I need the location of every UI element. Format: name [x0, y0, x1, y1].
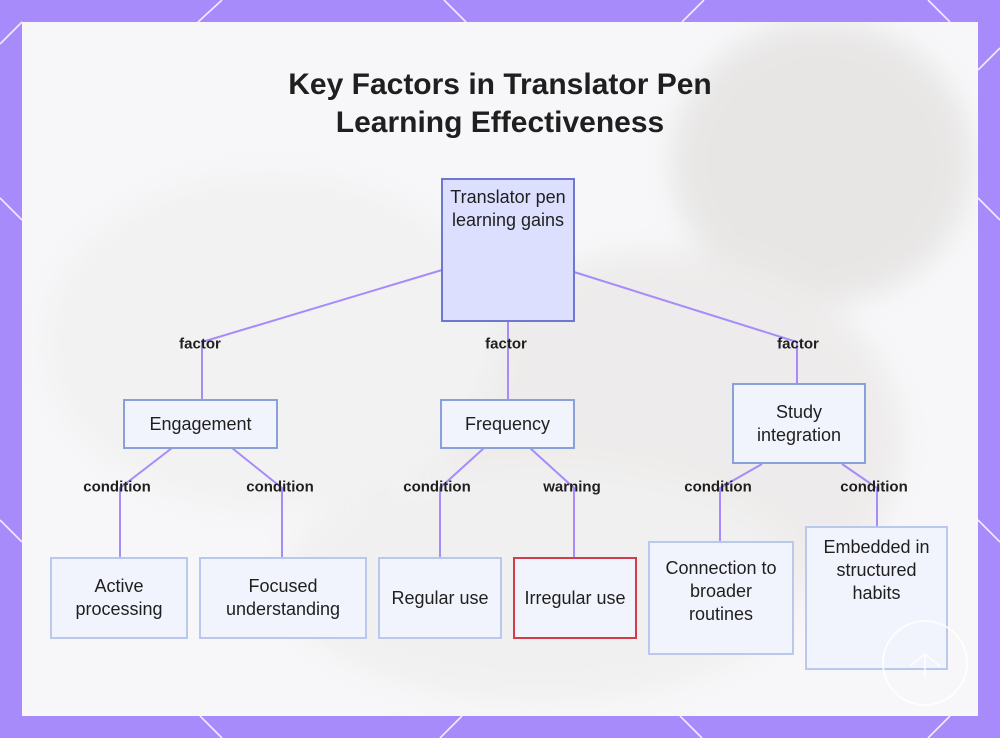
node-focused-understanding: Focused understanding	[199, 557, 367, 639]
edge-engagement-focused	[231, 447, 283, 558]
node-frequency: Frequency	[440, 399, 575, 449]
node-engagement: Engagement	[123, 399, 278, 449]
node-study-integration: Study integration	[732, 383, 866, 464]
diagram-card: Key Factors in Translator Pen Learning E…	[22, 22, 978, 716]
diagram-title: Key Factors in Translator Pen Learning E…	[288, 68, 712, 139]
edge-label-condition: condition	[403, 478, 471, 496]
node-active-processing: Active processing	[50, 557, 188, 639]
edge-root-study	[573, 271, 798, 384]
edge-label-condition: condition	[83, 478, 151, 496]
edge-label-condition: condition	[684, 478, 752, 496]
edge-frequency-irregular	[529, 447, 575, 558]
edge-label-factor: factor	[485, 335, 527, 353]
watermark-logo	[882, 620, 968, 706]
edge-label-condition: condition	[246, 478, 314, 496]
node-regular-use: Regular use	[378, 557, 502, 639]
edge-label-factor: factor	[179, 335, 221, 353]
edge-label-condition: condition	[840, 478, 908, 496]
edge-study-embedded	[841, 463, 878, 527]
node-irregular-use: Irregular use	[513, 557, 637, 639]
edge-frequency-regular	[439, 447, 485, 558]
node-root: Translator pen learning gains	[441, 178, 575, 322]
edge-label-warning: warning	[543, 478, 601, 496]
edge-engagement-active	[119, 447, 173, 558]
node-embedded-habits: Embedded in structured habits	[805, 526, 948, 670]
edge-study-connection	[719, 463, 763, 542]
edge-root-engagement	[201, 269, 443, 400]
edge-label-factor: factor	[777, 335, 819, 353]
node-connection-routines: Connection to broader routines	[648, 541, 794, 655]
diagram-edges	[119, 269, 878, 558]
